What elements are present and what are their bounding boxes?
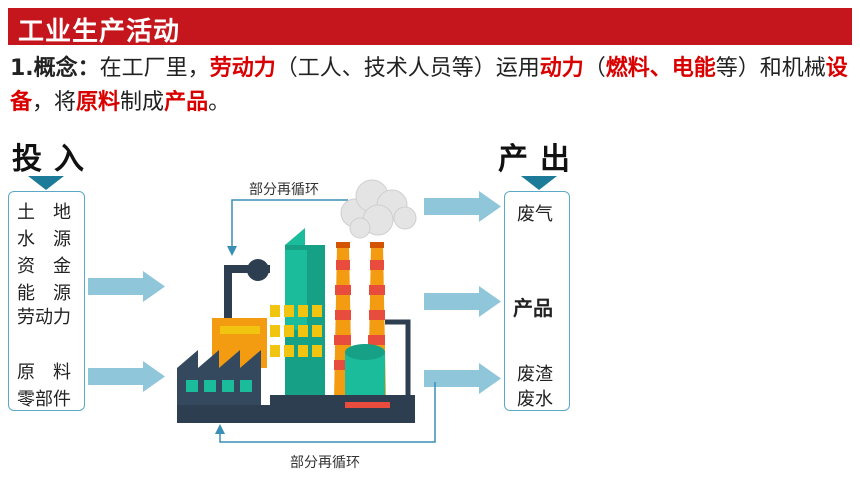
smoke-cloud [340, 179, 417, 239]
input-triangle-icon [28, 176, 64, 190]
input-arrow-upper [88, 271, 165, 302]
concept-prefix: 1.概念： [10, 56, 100, 81]
title-bar: 工业生产活动 [8, 8, 852, 47]
output-heading: 产出 [498, 142, 582, 177]
top-recycle-loop [231, 199, 348, 250]
input-item-energy: 能 源 [17, 283, 71, 304]
top-loop-label: 部分再循环 [249, 182, 319, 198]
input-item-capital: 资 金 [17, 256, 71, 277]
output-waste-gas: 废气 [517, 204, 553, 225]
top-recycle-arrowhead [227, 246, 237, 256]
concept-highlight-power: 动力 [539, 56, 584, 81]
concept-highlight-fuel: 燃料、电能 [605, 56, 716, 81]
concept-highlight-equipment: 设备 [10, 56, 848, 115]
concept-text-1: 在工厂里， [99, 56, 210, 81]
output-arrow-gas [424, 191, 501, 222]
input-item-labor: 劳动力 [17, 307, 71, 328]
bottom-recycle-loop [219, 382, 436, 443]
bottom-recycle-arrowhead [215, 424, 225, 434]
page-title: 工业生产活动 [18, 17, 181, 47]
input-item-water: 水 源 [17, 229, 71, 250]
output-residue: 废渣 [517, 364, 553, 385]
input-item-land: 土 地 [17, 202, 71, 223]
input-heading: 投入 [12, 142, 96, 177]
concept-text-7: 。 [208, 90, 231, 115]
input-arrow-lower [88, 361, 165, 392]
input-box [8, 191, 85, 411]
factory-illustration [177, 228, 415, 423]
output-arrow-product [424, 286, 501, 317]
output-waste-water: 废水 [517, 389, 553, 410]
concept-text-4: 等）和机械 [715, 56, 826, 81]
bottom-loop-label: 部分再循环 [290, 455, 360, 471]
output-box [504, 191, 570, 411]
input-item-parts: 零部件 [17, 389, 71, 410]
concept-highlight-labor: 劳动力 [209, 56, 276, 81]
concept-text-3: （ [583, 56, 606, 81]
concept-text-5: ，将 [32, 90, 77, 115]
concept-paragraph: 1.概念：在工厂里，劳动力（工人、技术人员等）运用动力（燃料、电能等）和机械设备… [10, 52, 855, 120]
output-triangle-icon [521, 176, 557, 190]
concept-text-2: （工人、技术人员等）运用 [275, 56, 540, 81]
concept-text-6: 制成 [120, 90, 165, 115]
output-product: 产品 [513, 296, 553, 320]
input-item-raw-material: 原 料 [17, 362, 71, 383]
output-arrow-residue [424, 363, 501, 394]
concept-highlight-raw: 原料 [76, 90, 121, 115]
concept-highlight-product: 产品 [164, 90, 209, 115]
